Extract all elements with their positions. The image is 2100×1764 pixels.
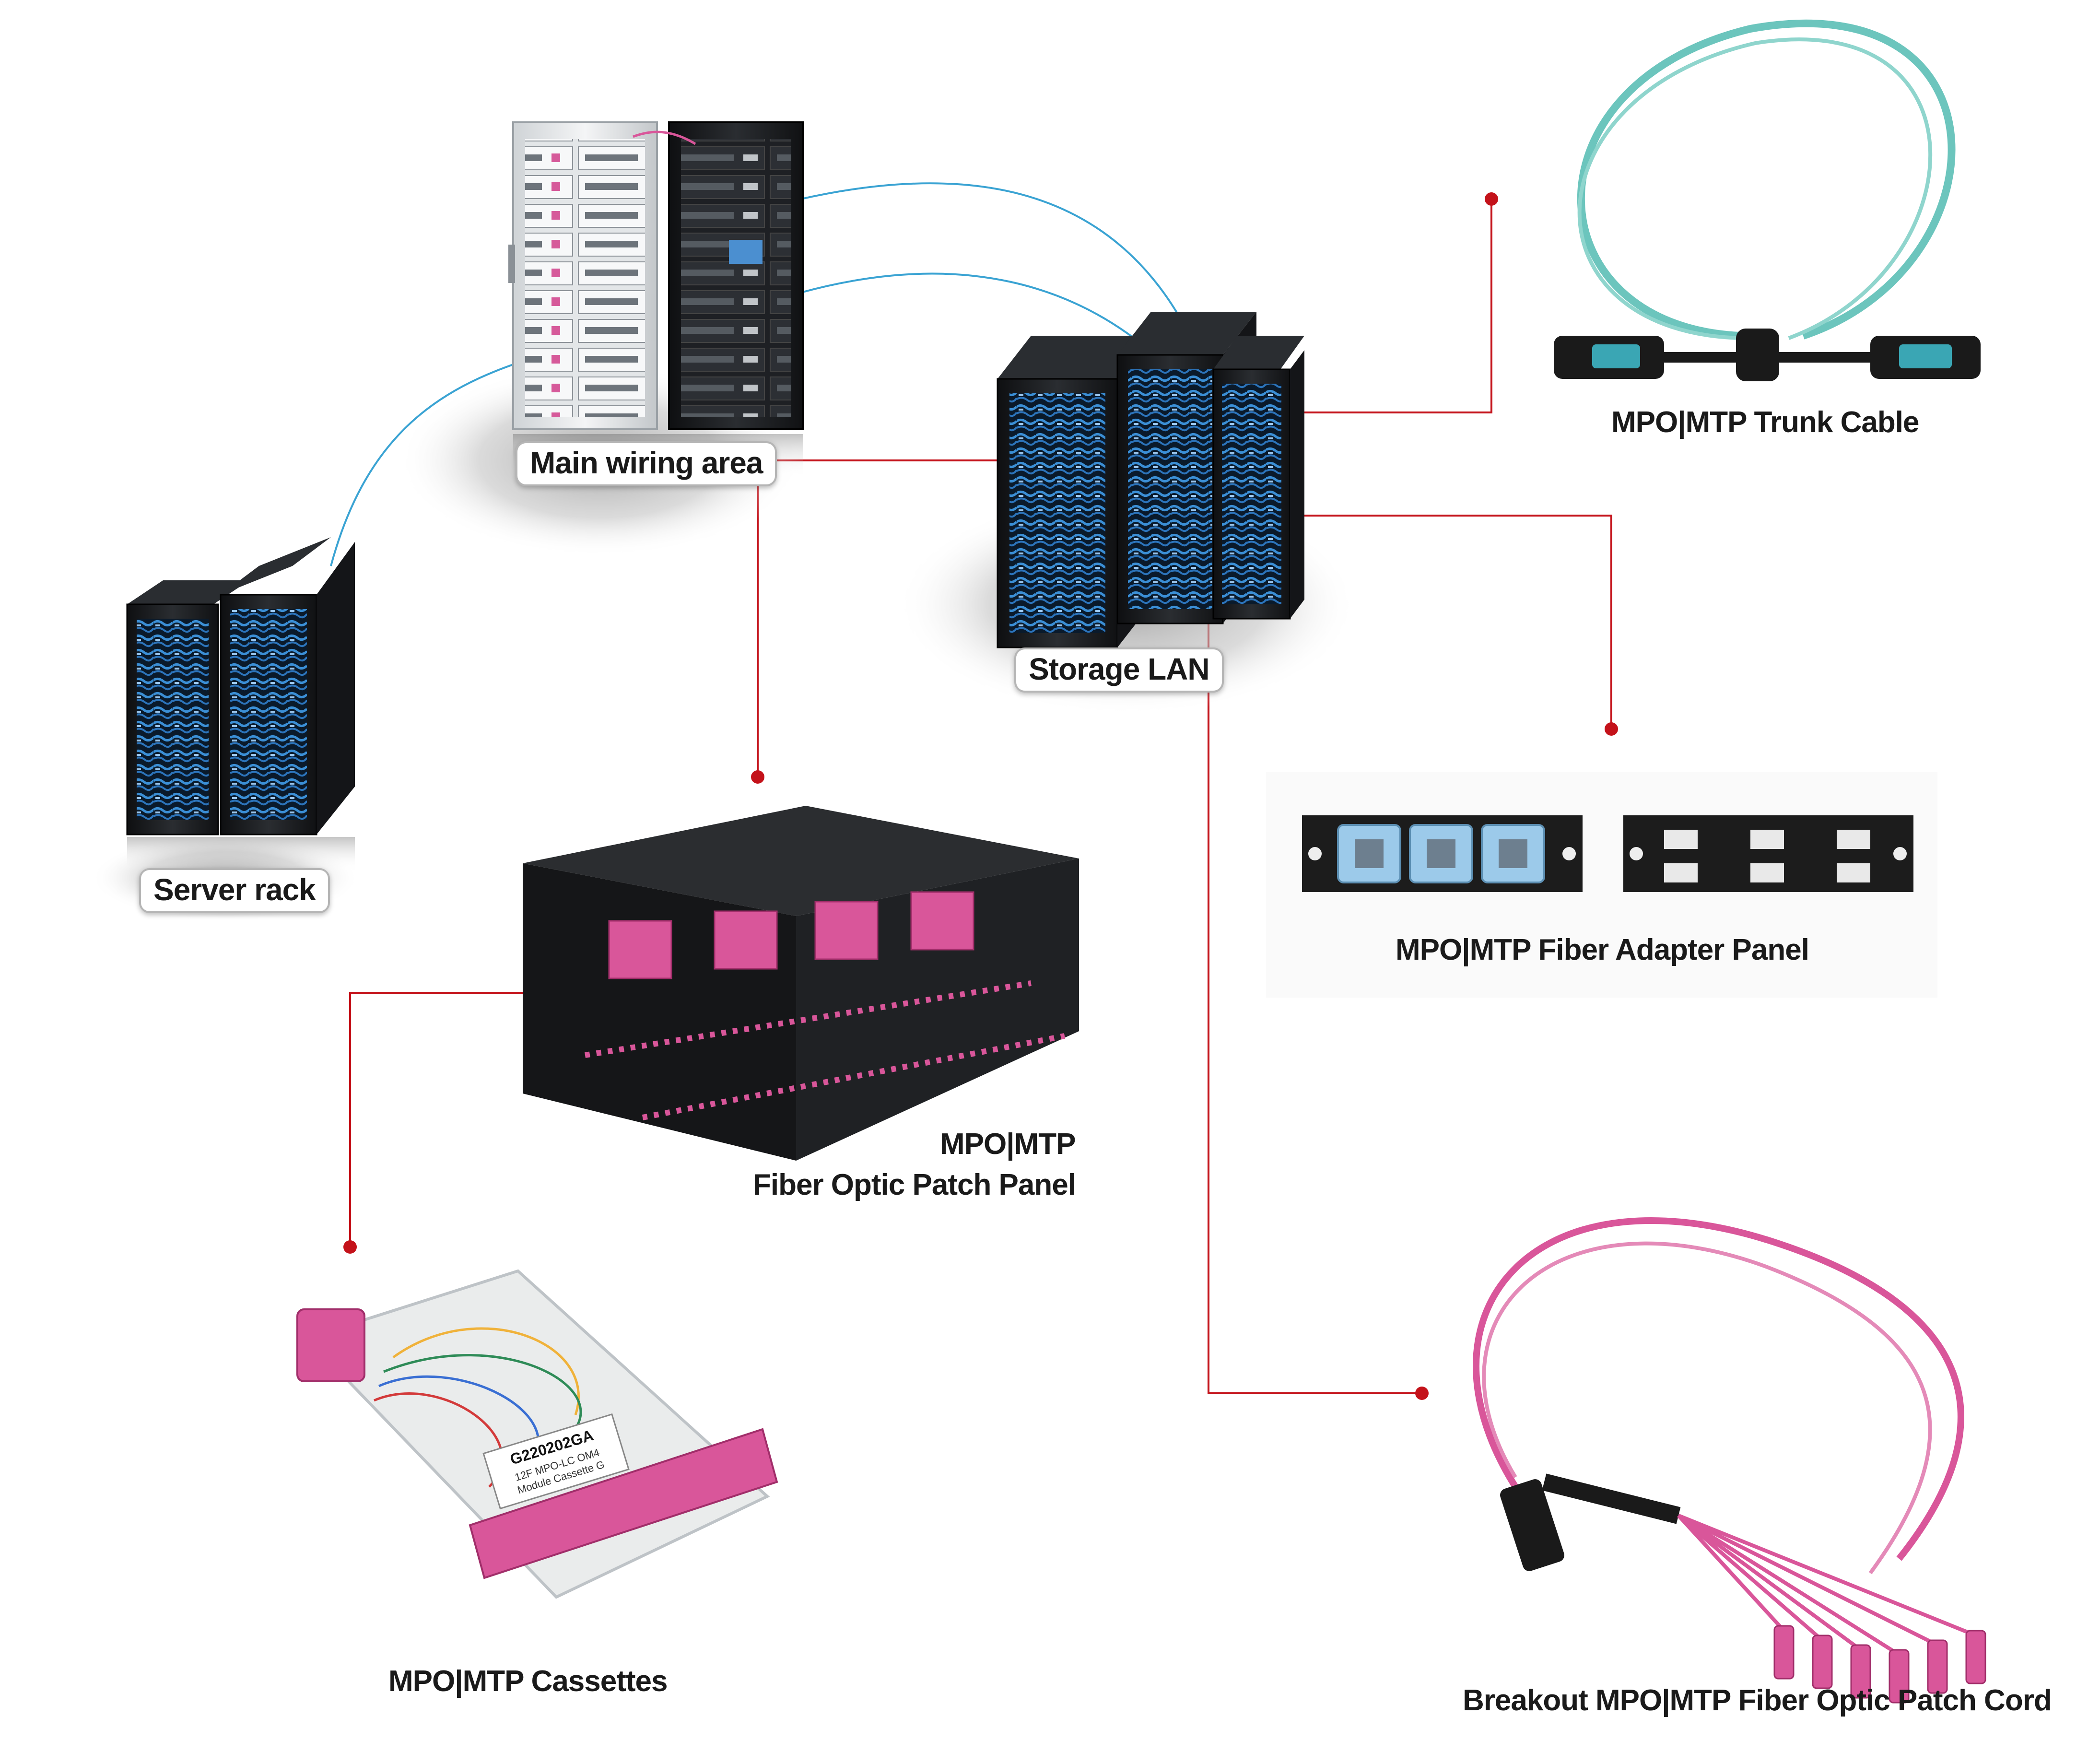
link-main-to-storage-2 — [800, 272, 1166, 365]
leader-dot-trunk — [1485, 192, 1498, 206]
server-rack-label: Server rack — [139, 868, 330, 913]
breakout-cord-label: Breakout MPO|MTP Fiber Optic Patch Cord — [1463, 1684, 2052, 1717]
cassette-sticker: G220202GA 12F MPO-LC OM4 Module Cassette… — [482, 1413, 630, 1510]
server-rack-icon-main-wiring — [398, 121, 804, 556]
leader-adapter — [1285, 515, 1612, 729]
adapter-panel-icon — [1266, 772, 1937, 998]
trunk-cable-icon — [1554, 19, 1981, 381]
server-rack-icon-left — [91, 537, 360, 921]
adapter-panel-label: MPO|MTP Fiber Adapter Panel — [1396, 933, 1809, 966]
leader-dot-breakout — [1415, 1387, 1429, 1400]
trunk-cable-label: MPO|MTP Trunk Cable — [1611, 406, 1919, 439]
breakout-cord-icon — [1473, 1217, 1986, 1704]
patch-panel-label-line1: MPO|MTP — [940, 1128, 1076, 1161]
breakout-lc-connectors — [1773, 1625, 1986, 1704]
main-wiring-area-label: Main wiring area — [516, 441, 777, 486]
cassette-icon: G220202GA 12F MPO-LC OM4 Module Cassette… — [296, 1269, 778, 1599]
leader-dots — [343, 192, 1618, 1400]
cassettes-label: MPO|MTP Cassettes — [388, 1665, 668, 1698]
server-rack-icon-storage — [897, 312, 1357, 715]
leader-breakout — [1208, 566, 1422, 1394]
leader-dot-patch — [751, 770, 764, 784]
storage-lan-label: Storage LAN — [1014, 647, 1224, 693]
patch-panel-label-line2: Fiber Optic Patch Panel — [753, 1168, 1076, 1201]
breakout-mpo-connector — [1500, 1479, 1564, 1571]
cassette-mpo-port — [296, 1308, 365, 1382]
patch-panel-modules — [608, 891, 974, 979]
adapter-ports — [1337, 824, 1545, 883]
leader-trunk — [1285, 199, 1492, 413]
cassette-lc-ports — [469, 1428, 778, 1579]
link-main-to-server — [330, 364, 514, 566]
patch-panel-icon — [523, 806, 1079, 1161]
link-main-to-storage-1 — [800, 182, 1200, 355]
leader-dot-adapter — [1605, 722, 1618, 736]
network-links — [330, 182, 1200, 566]
leader-dot-cassette — [343, 1240, 357, 1254]
